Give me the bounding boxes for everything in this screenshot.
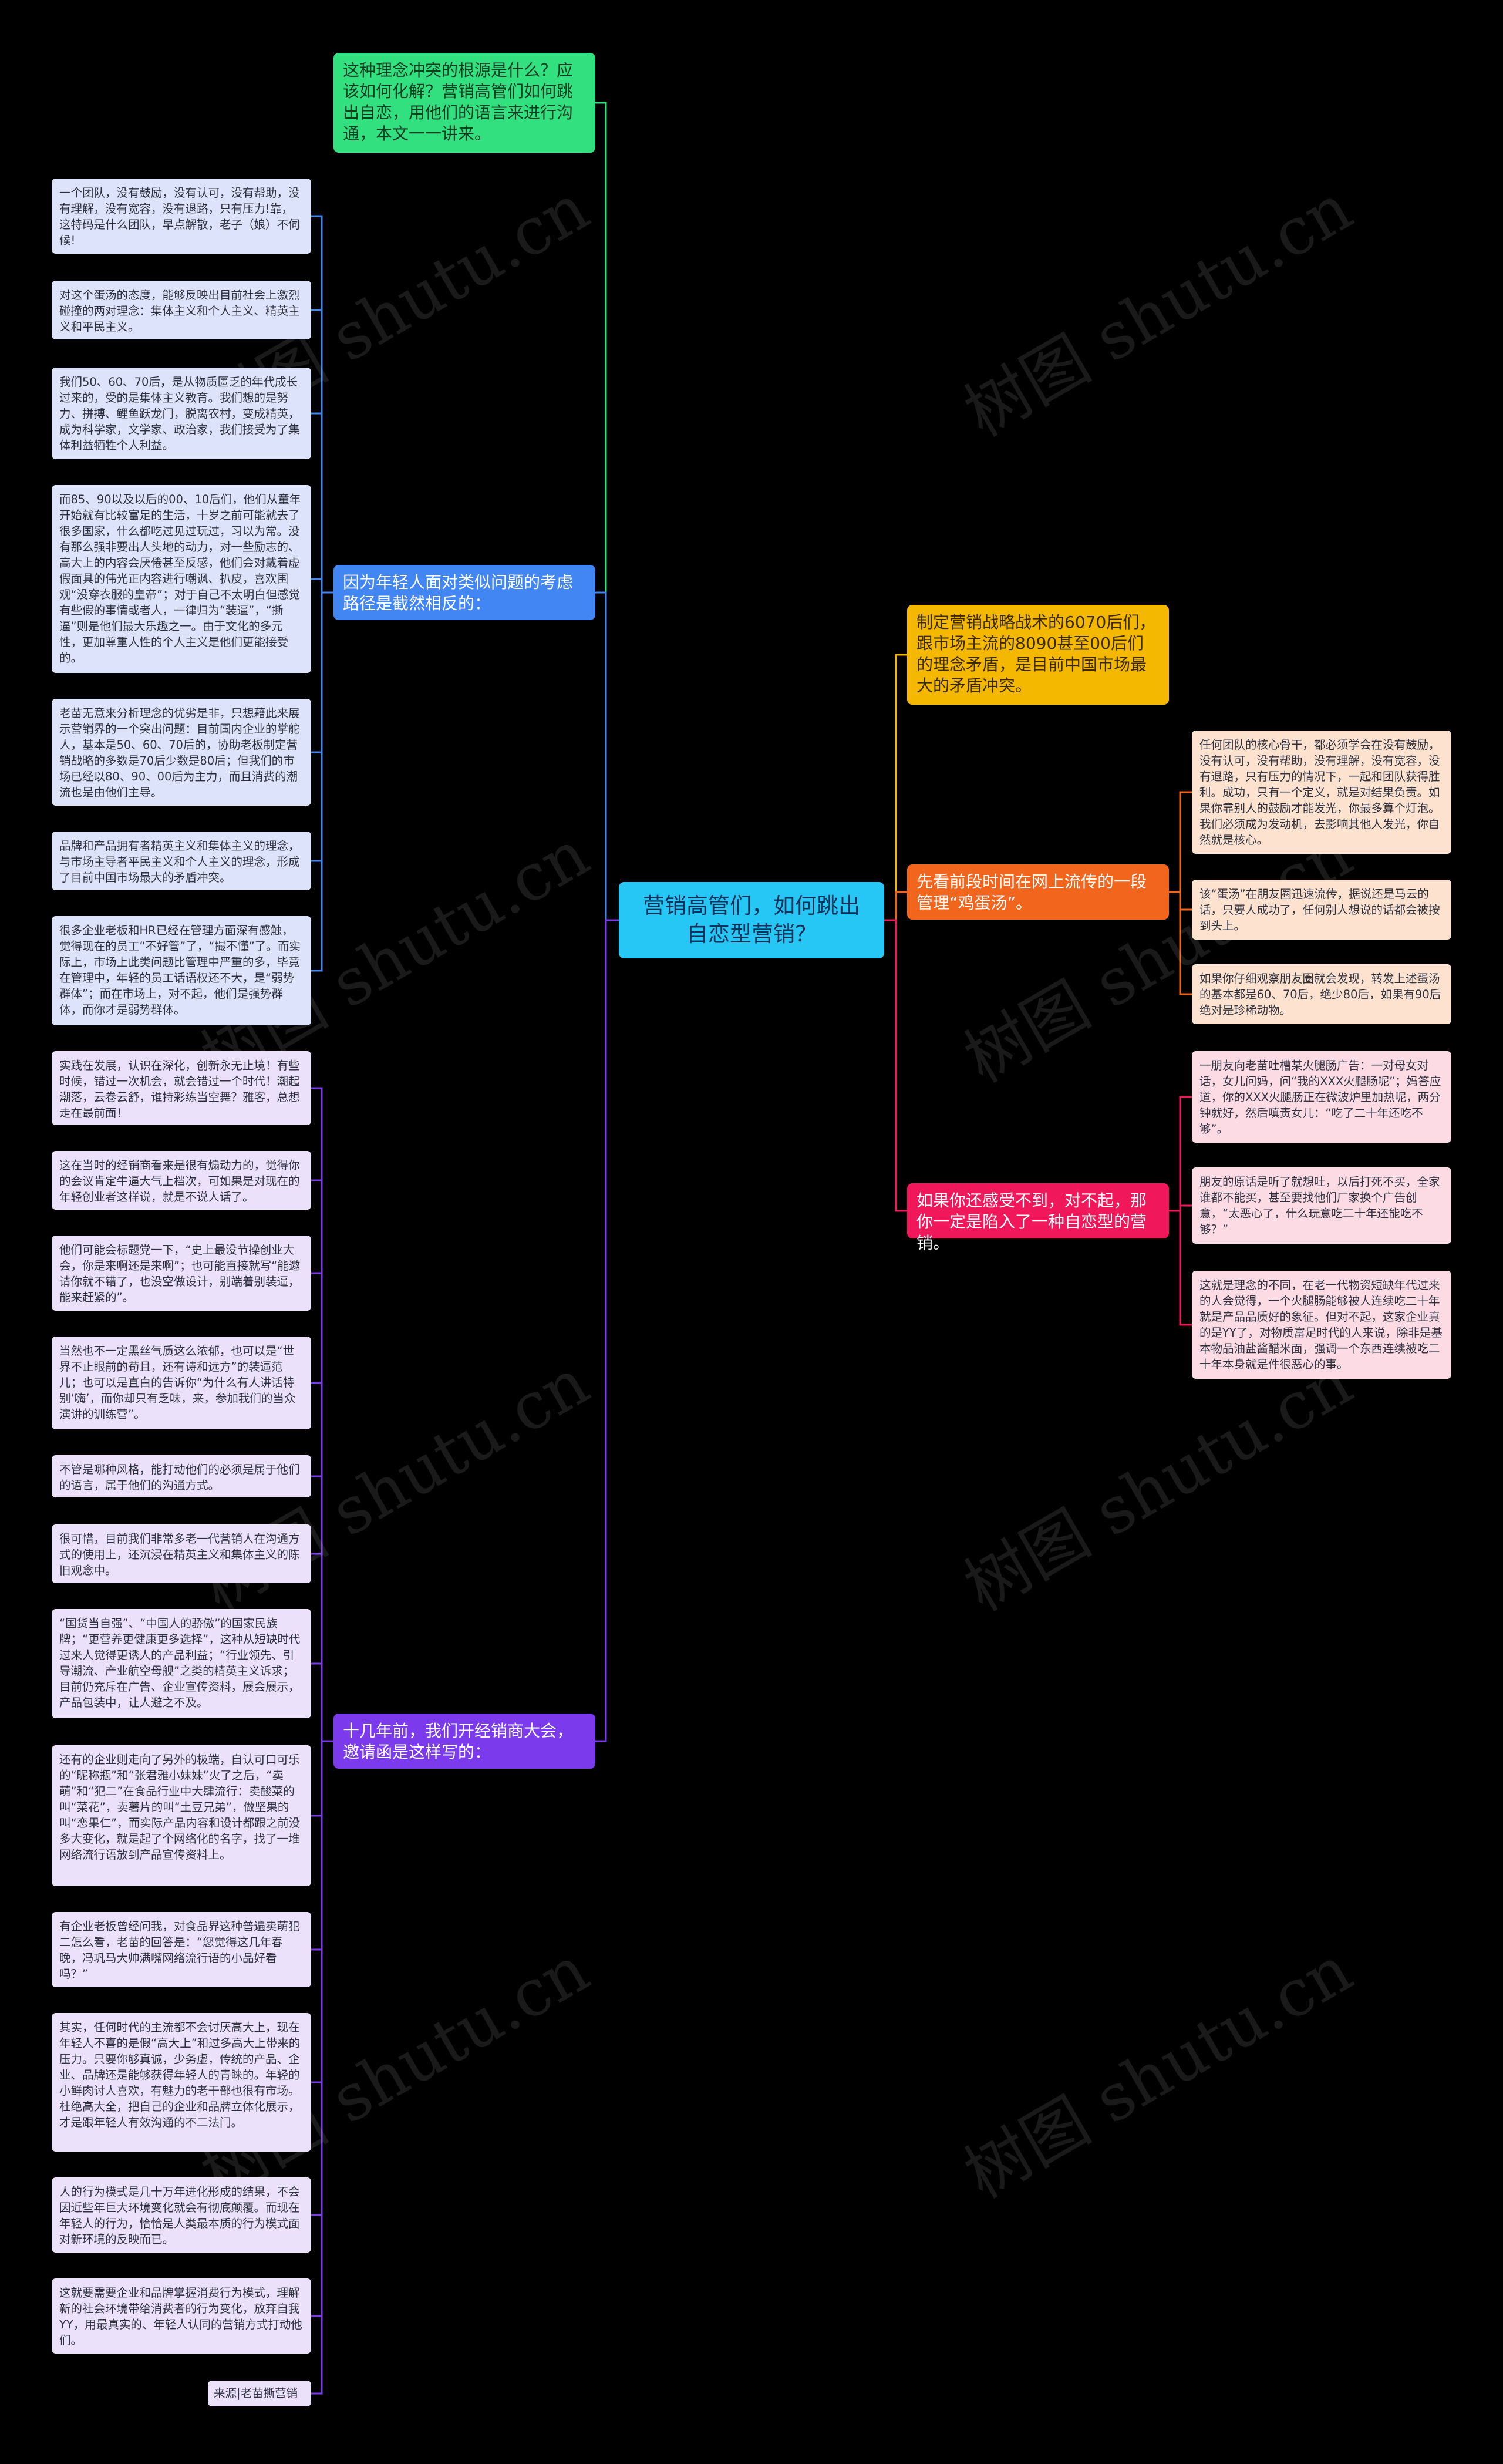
meeting-leaf[interactable]: 当然也不一定黑丝气质这么浓郁，也可以是“世界不止眼前的苟且，还有诗和远方”的装逼…: [52, 1337, 311, 1429]
meeting-leaf-text: 当然也不一定黑丝气质这么浓郁，也可以是“世界不止眼前的苟且，还有诗和远方”的装逼…: [59, 1344, 296, 1421]
link-trap-leaf: [1169, 1210, 1192, 1326]
root-topic[interactable]: 营销高管们，如何跳出自恋型营销？: [619, 882, 884, 958]
young-leaf-text: 对这个蛋汤的态度，能够反映出目前社会上激烈碰撞的两对理念：集体主义和个人主义、精…: [59, 288, 300, 334]
meeting-leaf[interactable]: 这在当时的经销商看来是很有煽动力的，觉得你的会议肯定牛逼大气上档次，可如果是对现…: [52, 1151, 311, 1210]
link-root-trap: [884, 919, 907, 1212]
young-leaf[interactable]: 对这个蛋汤的态度，能够反映出目前社会上激烈碰撞的两对理念：集体主义和个人主义、精…: [52, 281, 311, 339]
link-meeting-leaf: [311, 1740, 333, 2395]
egg-soup-leaf-text: 该“蛋汤”在朋友圈迅速流传，据说还是马云的话，只要人成功了，任何别人想说的话都会…: [1199, 887, 1440, 933]
link-root-young: [595, 591, 619, 921]
young-leaf-text: 而85、90以及以后的00、10后们，他们从童年开始就有比较富足的生活，十岁之前…: [59, 493, 301, 665]
branch-intro[interactable]: 这种理念冲突的根源是什么？应该如何化解？营销高管们如何跳出自恋，用他们的语言来进…: [333, 53, 595, 153]
branch-narcissistic-marketing[interactable]: 如果你还感受不到，对不起，那你一定是陷入了一种自恋型的营销。: [907, 1183, 1169, 1253]
egg-soup-leaf-text: 如果你仔细观察朋友圈就会发现，转发上述蛋汤的基本都是60、70后，绝少80后，如…: [1199, 972, 1441, 1017]
young-leaf[interactable]: 一个团队，没有鼓励，没有认可，没有帮助，没有理解，没有宽容，没有退路，只有压力!…: [52, 179, 311, 254]
link-root-intro: [595, 102, 619, 921]
meeting-leaf-text: 实践在发展，认识在深化，创新永无止境！有些时候，错过一次机会，就会错过一个时代！…: [59, 1059, 300, 1120]
egg-soup-leaf[interactable]: 如果你仔细观察朋友圈就会发现，转发上述蛋汤的基本都是60、70后，绝少80后，如…: [1192, 964, 1451, 1024]
link-trap-leaf: [1169, 1096, 1192, 1212]
link-young-leaf: [311, 412, 333, 594]
meeting-leaf[interactable]: 这就要需要企业和品牌掌握消费行为模式，理解新的社会环境带给消费者的行为变化，放弃…: [52, 2278, 311, 2354]
branch-dealer-meeting-label: 十几年前，我们开经销商大会，邀请函是这样写的：: [343, 1721, 574, 1762]
link-root-egg-soup: [884, 891, 907, 921]
egg-soup-leaf[interactable]: 该“蛋汤”在朋友圈迅速流传，据说还是马云的话，只要人成功了，任何别人想说的话都会…: [1192, 880, 1451, 940]
narcissism-leaf[interactable]: 朋友的原话是听了就想吐，以后打死不买，全家谁都不能买，甚至要找他们厂家换个广告创…: [1192, 1167, 1451, 1244]
meeting-leaf[interactable]: 他们可能会标题党一下，“史上最没节操创业大会，你是来啊还是来啊”；也可能直接就写…: [52, 1236, 311, 1311]
young-leaf-text: 老苗无意来分析理念的优劣是非，只想藉此来展示营销界的一个突出问题：目前国内企业的…: [59, 706, 300, 799]
branch-egg-soup-label: 先看前段时间在网上流传的一段管理“鸡蛋汤”。: [916, 872, 1147, 913]
young-leaf[interactable]: 而85、90以及以后的00、10后们，他们从童年开始就有比较富足的生活，十岁之前…: [52, 485, 311, 673]
young-leaf[interactable]: 老苗无意来分析理念的优劣是非，只想藉此来展示营销界的一个突出问题：目前国内企业的…: [52, 699, 311, 806]
meeting-leaf[interactable]: 有企业老板曾经问我，对食品界这种普遍卖萌犯二怎么看，老苗的回答是：“您觉得这几年…: [52, 1912, 311, 1987]
narcissism-leaf-text: 朋友的原话是听了就想吐，以后打死不买，全家谁都不能买，甚至要找他们厂家换个广告创…: [1199, 1175, 1440, 1236]
young-leaf[interactable]: 品牌和产品拥有者精英主义和集体主义的理念，与市场主导者平民主义和个人主义的理念，…: [52, 832, 311, 890]
source-leaf-text: 来源|老苗撕营销: [214, 2386, 298, 2400]
branch-intro-label: 这种理念冲突的根源是什么？应该如何化解？营销高管们如何跳出自恋，用他们的语言来进…: [343, 60, 574, 143]
young-leaf-text: 品牌和产品拥有者精英主义和集体主义的理念，与市场主导者平民主义和个人主义的理念，…: [59, 839, 300, 884]
branch-narcissistic-marketing-label: 如果你还感受不到，对不起，那你一定是陷入了一种自恋型的营销。: [916, 1191, 1147, 1253]
link-egg-soup-leaf: [1169, 791, 1192, 893]
branch-egg-soup[interactable]: 先看前段时间在网上流传的一段管理“鸡蛋汤”。: [907, 864, 1169, 920]
link-root-strategy: [884, 654, 907, 921]
young-leaf-text: 很多企业老板和HR已经在管理方面深有感触，觉得现在的员工“不好管”了，“撮不懂”…: [59, 924, 301, 1016]
link-meeting-leaf: [311, 1662, 333, 1742]
link-young-leaf: [311, 578, 333, 594]
meeting-leaf[interactable]: 不管是哪种风格，能打动他们的必须是属于他们的语言，属于他们的沟通方式。: [52, 1455, 311, 1497]
young-leaf[interactable]: 我们50、60、70后，是从物质匮乏的年代成长过来的，受的是集体主义教育。我们想…: [52, 368, 311, 459]
narcissism-leaf[interactable]: 一朋友向老苗吐槽某火腿肠广告：一对母女对话，女儿问妈，问“我的XXX火腿肠呢”；…: [1192, 1051, 1451, 1143]
meeting-leaf-text: 其实，任何时代的主流都不会讨厌高大上，现在年轻人不喜的是假“高大上”和过多高大上…: [59, 2021, 301, 2129]
branch-young-people-label: 因为年轻人面对类似问题的考虑路径是截然相反的：: [343, 573, 574, 613]
link-egg-soup-leaf: [1169, 891, 1192, 995]
young-leaf-text: 我们50、60、70后，是从物质匮乏的年代成长过来的，受的是集体主义教育。我们想…: [59, 375, 300, 452]
meeting-leaf[interactable]: 实践在发展，认识在深化，创新永无止境！有些时候，错过一次机会，就会错过一个时代！…: [52, 1051, 311, 1125]
meeting-leaf-text: 不管是哪种风格，能打动他们的必须是属于他们的语言，属于他们的沟通方式。: [59, 1463, 300, 1492]
meeting-leaf[interactable]: 其实，任何时代的主流都不会讨厌高大上，现在年轻人不喜的是假“高大上”和过多高大上…: [52, 2013, 311, 2152]
narcissism-leaf-text: 一朋友向老苗吐槽某火腿肠广告：一对母女对话，女儿问妈，问“我的XXX火腿肠呢”；…: [1199, 1059, 1441, 1136]
meeting-leaf-text: 这在当时的经销商看来是很有煽动力的，觉得你的会议肯定牛逼大气上档次，可如果是对现…: [59, 1159, 300, 1204]
root-topic-label: 营销高管们，如何跳出自恋型营销？: [643, 893, 860, 947]
branch-strategy-conflict-label: 制定营销战略战术的6070后们，跟市场主流的8090甚至00后们的理念矛盾，是目…: [916, 612, 1156, 695]
egg-soup-leaf[interactable]: 任何团队的核心骨干，都必须学会在没有鼓励，没有认可，没有帮助，没有理解，没有宽容…: [1192, 731, 1451, 854]
meeting-leaf[interactable]: “国货当自强”、“中国人的骄傲”的国家民族牌；“更营养更健康更多选择”，这种从短…: [52, 1609, 311, 1718]
meeting-leaf[interactable]: 还有的企业则走向了另外的极端，自认可口可乐的“昵称瓶”和“张君雅小妹妹”火了之后…: [52, 1745, 311, 1886]
meeting-leaf-text: “国货当自强”、“中国人的骄傲”的国家民族牌；“更营养更健康更多选择”，这种从短…: [59, 1617, 301, 1709]
meeting-leaf-text: 人的行为模式是几十万年进化形成的结果，不会因近些年巨大环境变化就会有彻底颠覆。而…: [59, 2185, 300, 2246]
egg-soup-leaf-text: 任何团队的核心骨干，都必须学会在没有鼓励，没有认可，没有帮助，没有理解，没有宽容…: [1199, 738, 1440, 847]
narcissism-leaf[interactable]: 这就是理念的不同，在老一代物资短缺年代过来的人会觉得，一个火腿肠能够被人连续吃二…: [1192, 1271, 1451, 1379]
meeting-leaf-text: 有企业老板曾经问我，对食品界这种普遍卖萌犯二怎么看，老苗的回答是：“您觉得这几年…: [59, 1920, 300, 1981]
meeting-leaf[interactable]: 很可惜，目前我们非常多老一代营销人在沟通方式的使用上，还沉浸在精英主义和集体主义…: [52, 1524, 311, 1583]
branch-strategy-conflict[interactable]: 制定营销战略战术的6070后们，跟市场主流的8090甚至00后们的理念矛盾，是目…: [907, 605, 1169, 705]
branch-young-people[interactable]: 因为年轻人面对类似问题的考虑路径是截然相反的：: [333, 565, 595, 620]
source-leaf[interactable]: 来源|老苗撕营销: [208, 2381, 311, 2406]
meeting-leaf-text: 很可惜，目前我们非常多老一代营销人在沟通方式的使用上，还沉浸在精英主义和集体主义…: [59, 1532, 300, 1577]
narcissism-leaf-text: 这就是理念的不同，在老一代物资短缺年代过来的人会觉得，一个火腿肠能够被人连续吃二…: [1199, 1278, 1443, 1371]
link-young-leaf: [311, 591, 333, 972]
meeting-leaf-text: 还有的企业则走向了另外的极端，自认可口可乐的“昵称瓶”和“张君雅小妹妹”火了之后…: [59, 1753, 301, 1862]
young-leaf-text: 一个团队，没有鼓励，没有认可，没有帮助，没有理解，没有宽容，没有退路，只有压力!…: [59, 186, 300, 247]
meeting-leaf[interactable]: 人的行为模式是几十万年进化形成的结果，不会因近些年巨大环境变化就会有彻底颠覆。而…: [52, 2177, 311, 2253]
meeting-leaf-text: 他们可能会标题党一下，“史上最没节操创业大会，你是来啊还是来啊”；也可能直接就写…: [59, 1243, 301, 1304]
young-leaf[interactable]: 很多企业老板和HR已经在管理方面深有感触，觉得现在的员工“不好管”了，“撮不懂”…: [52, 916, 311, 1025]
branch-dealer-meeting[interactable]: 十几年前，我们开经销商大会，邀请函是这样写的：: [333, 1714, 595, 1769]
link-root-meeting: [595, 919, 619, 1742]
meeting-leaf-text: 这就要需要企业和品牌掌握消费行为模式，理解新的社会环境带给消费者的行为变化，放弃…: [59, 2286, 302, 2347]
